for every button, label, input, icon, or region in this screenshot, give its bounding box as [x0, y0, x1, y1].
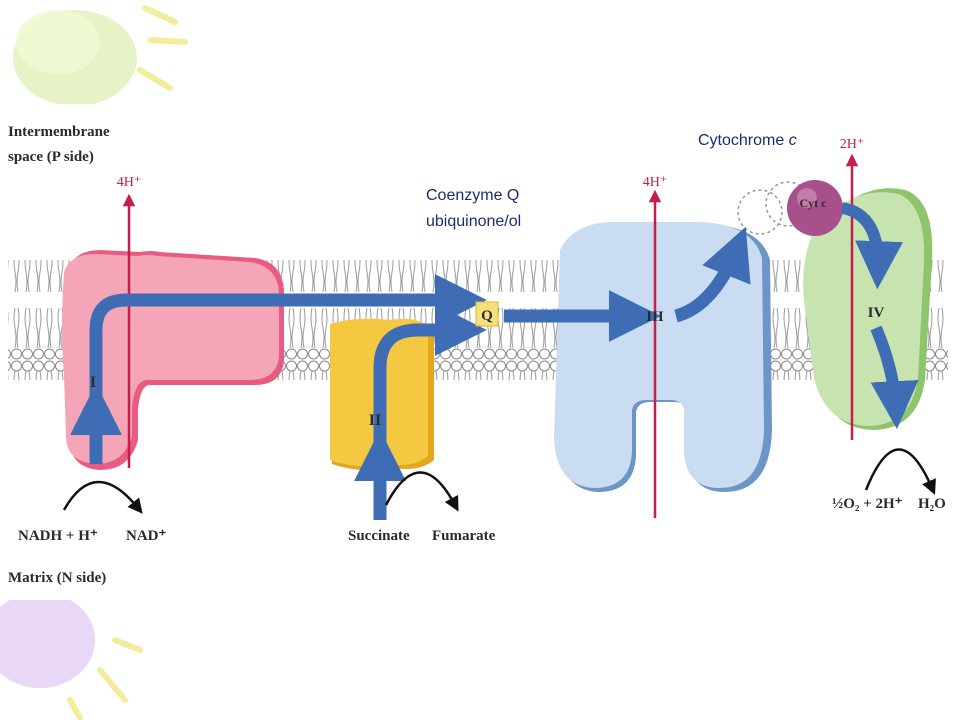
coenzyme-q-callout-line1: Coenzyme Q	[426, 187, 519, 204]
cytochrome-c-callout: Cytochrome c	[698, 132, 797, 149]
proton-label-complex-iv: 2H⁺	[840, 137, 865, 152]
cytochrome-c-callout-prefix: Cytochrome	[698, 132, 789, 149]
water-label: H₂O	[918, 496, 946, 512]
proton-label-complex-iii: 4H⁺	[643, 175, 668, 190]
matrix-label: Matrix (N side)	[8, 570, 106, 586]
reaction-arc-oxygen	[864, 448, 936, 495]
intermembrane-label-line1: Intermembrane	[8, 124, 110, 140]
complex-i-label: I	[90, 374, 96, 391]
cyt-c-ghost-1	[737, 189, 783, 235]
proton-label-complex-i: 4H⁺	[117, 175, 142, 190]
complex-ii-label: II	[369, 412, 381, 429]
electron-arrow-complex-i-to-q	[89, 274, 487, 460]
intermembrane-label-line2: space (P side)	[8, 149, 94, 165]
cyt-c-highlight	[797, 188, 817, 208]
electron-arrow-complex-ii-to-q	[373, 304, 487, 470]
nad-label: NAD⁺	[126, 528, 166, 544]
coenzyme-q-box	[475, 301, 499, 327]
complex-iv-label: IV	[868, 305, 885, 321]
cyt-c-label: Cyt c	[800, 196, 828, 210]
reaction-arc-nadh	[62, 480, 143, 514]
complex-iii-label: III	[646, 309, 664, 325]
coenzyme-q-label: Q	[481, 308, 493, 324]
succinate-label: Succinate	[348, 528, 410, 544]
coenzyme-q-callout-line2: ubiquinone/ol	[426, 213, 521, 230]
reaction-arc-succinate	[384, 471, 459, 512]
nadh-label: NADH + H⁺	[18, 528, 98, 544]
oxygen-label: ½O₂ + 2H⁺	[832, 496, 903, 512]
electron-arrow-complex-iii-to-cyt-c	[674, 226, 751, 323]
decorative-sun-bottom-left	[0, 592, 143, 720]
decorative-sun-top-left	[13, 5, 188, 106]
cytochrome-c-callout-italic: c	[789, 132, 797, 149]
electron-arrow-cyt-c-to-complex-iv	[840, 202, 904, 290]
fumarate-label: Fumarate	[432, 528, 496, 544]
electron-arrow-complex-iv-to-oxygen	[870, 325, 919, 430]
